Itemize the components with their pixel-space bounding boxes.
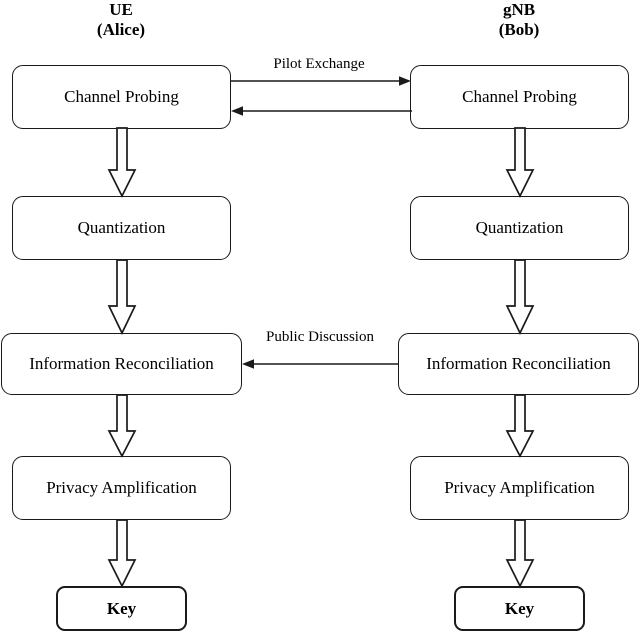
arrow-pilot-exchange-reverse [231,106,412,116]
node-right-channel-probing: Channel Probing [410,65,629,129]
arrow-right-amplification-to-key [505,519,535,588]
node-right-quantization: Quantization [410,196,629,260]
column-header-ue-alice-line2: (Alice) [96,20,146,39]
node-right-information-reconciliation-label: Information Reconciliation [426,354,611,373]
column-header-gnb-bob-line2: (Bob) [498,20,540,39]
node-left-quantization: Quantization [12,196,231,260]
node-left-privacy-amplification: Privacy Amplification [12,456,231,520]
node-left-quantization-label: Quantization [77,218,166,237]
node-left-key: Key [56,586,187,631]
node-right-information-reconciliation: Information Reconciliation [398,333,639,395]
node-left-key-label: Key [106,598,137,618]
column-header-ue-alice: UE (Alice) [61,0,181,40]
column-header-gnb-bob-line1: gNB [502,0,536,19]
node-right-key-label: Key [504,598,535,618]
node-left-privacy-amplification-label: Privacy Amplification [46,478,197,497]
arrow-left-probing-to-quantization [107,127,137,198]
node-left-information-reconciliation-label: Information Reconciliation [29,354,214,373]
node-left-channel-probing-label: Channel Probing [64,87,179,106]
node-right-privacy-amplification: Privacy Amplification [410,456,629,520]
node-right-quantization-label: Quantization [475,218,564,237]
arrow-right-reconciliation-to-amplification [505,394,535,458]
node-right-key: Key [454,586,585,631]
arrow-left-reconciliation-to-amplification [107,394,137,458]
node-right-privacy-amplification-label: Privacy Amplification [444,478,595,497]
column-header-gnb-bob: gNB (Bob) [459,0,579,40]
arrow-left-amplification-to-key [107,519,137,588]
edge-label-pilot-exchange: Pilot Exchange [273,56,365,72]
arrow-right-quantization-to-reconciliation [505,259,535,335]
node-left-information-reconciliation: Information Reconciliation [1,333,242,395]
arrow-public-discussion [242,359,399,369]
edge-label-public-discussion: Public Discussion [266,329,374,345]
arrow-right-probing-to-quantization [505,127,535,198]
column-header-ue-alice-line1: UE [109,0,133,19]
arrow-left-quantization-to-reconciliation [107,259,137,335]
node-left-channel-probing: Channel Probing [12,65,231,129]
node-right-channel-probing-label: Channel Probing [462,87,577,106]
arrow-pilot-exchange-forward [230,76,411,86]
